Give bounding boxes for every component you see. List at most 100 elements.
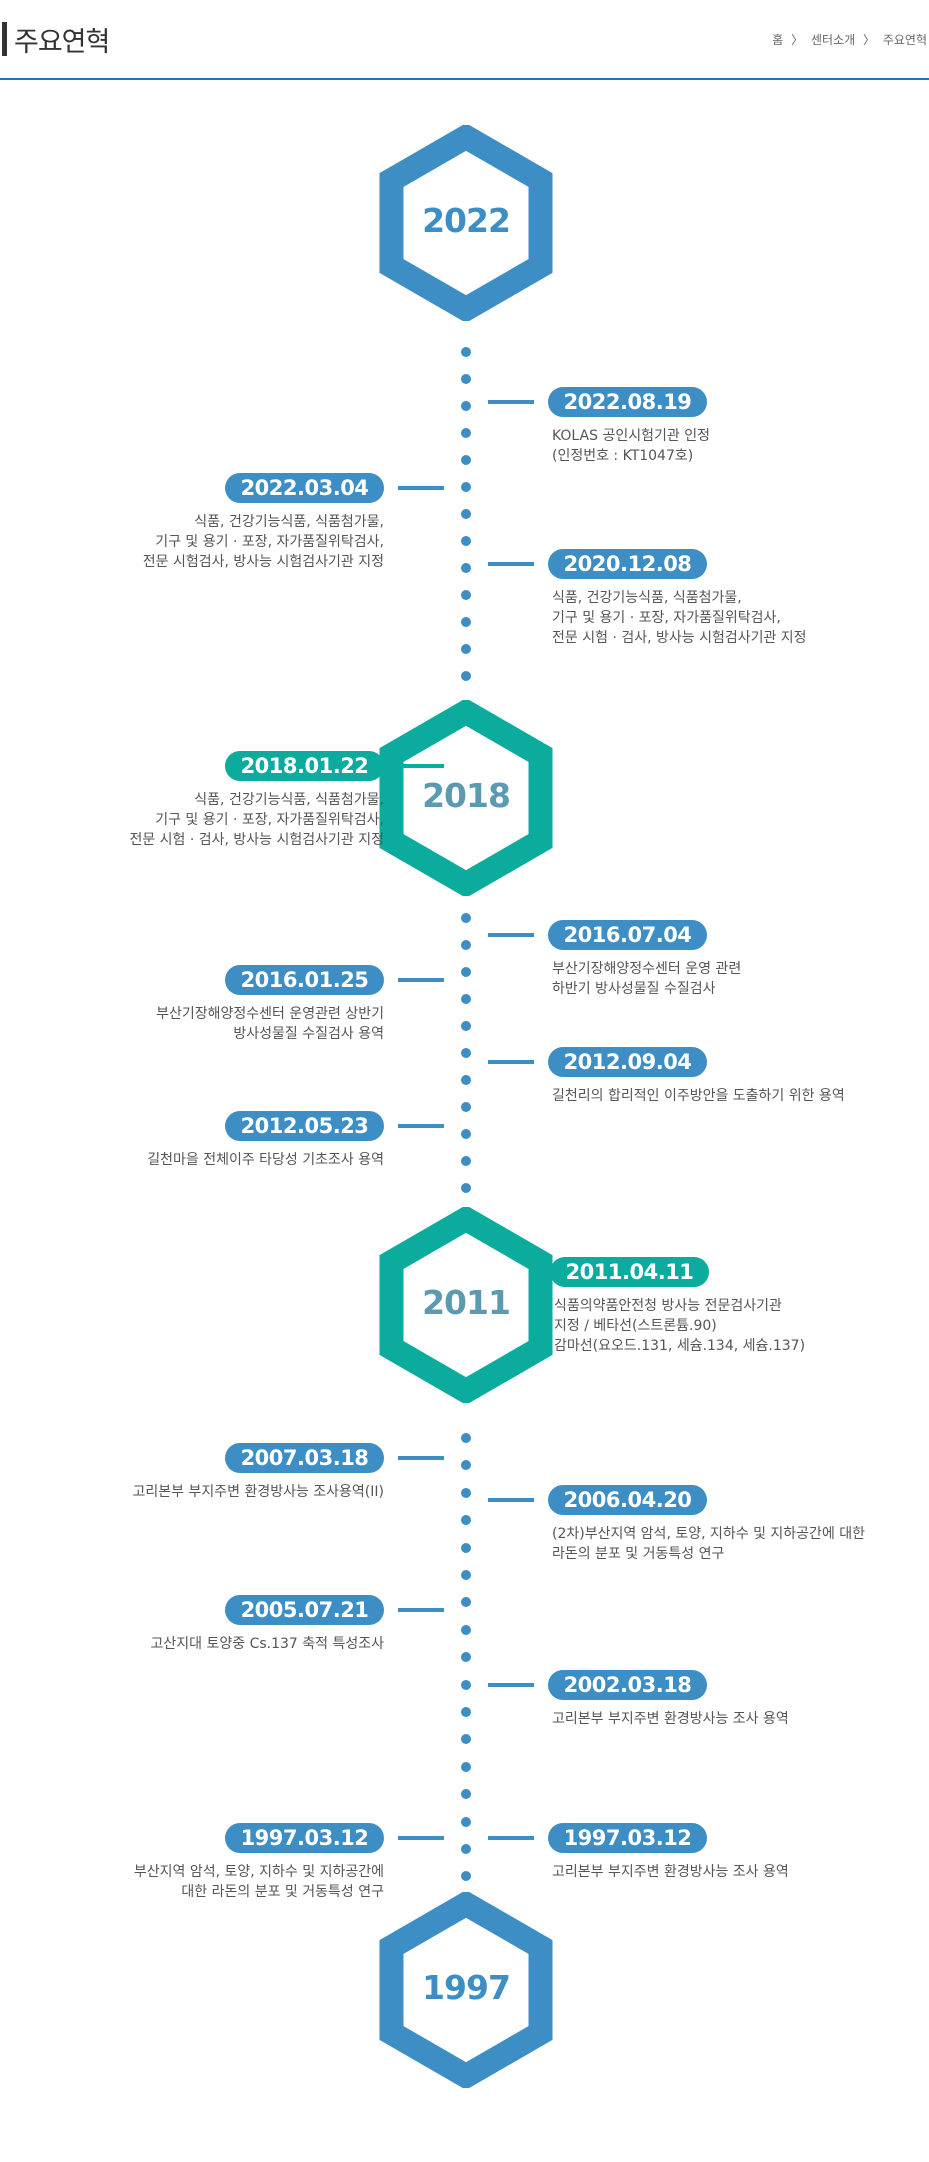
year-hexagon: 2018	[371, 698, 561, 898]
event-date-pill: 2012.09.04	[548, 1047, 707, 1077]
timeline-dot	[461, 1707, 471, 1717]
title-accent-bar	[2, 22, 7, 56]
event-description: KOLAS 공인시험기관 인정 (인정번호 : KT1047호)	[552, 426, 710, 466]
timeline-dot	[461, 1129, 471, 1139]
timeline-dot	[461, 1871, 471, 1881]
event-description-line: KOLAS 공인시험기관 인정	[552, 428, 710, 444]
event-description-line: 식품의약품안전청 방사능 전문검사기관	[554, 1298, 782, 1314]
hexagon-outline	[379, 698, 553, 898]
event-date-pill: 2020.12.08	[548, 549, 707, 579]
hexagon-shape	[379, 123, 553, 323]
event-description-line: 기구 및 용기 · 포장, 자가품질위탁검사,	[155, 534, 384, 550]
event-date-pill: 2005.07.21	[225, 1595, 384, 1625]
breadcrumb-separator-icon: 〉	[791, 33, 804, 47]
event-description: 길천리의 합리적인 이주방안을 도출하기 위한 용역	[552, 1086, 845, 1106]
year-label: 2011	[422, 1283, 511, 1322]
event-connector	[398, 1124, 444, 1128]
event-connector	[488, 1683, 534, 1687]
event-date-pill: 1997.03.12	[548, 1823, 707, 1853]
event-description-line: 전문 시험 · 검사, 방사능 시험검사기관 지정	[129, 832, 384, 848]
timeline-dot	[461, 1844, 471, 1854]
event-description-line: (인정번호 : KT1047호)	[552, 448, 694, 464]
timeline-dot	[461, 1652, 471, 1662]
event-description-line: 고리본부 부지주변 환경방사능 조사 용역	[552, 1864, 789, 1880]
timeline-dot	[461, 913, 471, 923]
event-date-pill: 2016.07.04	[548, 920, 707, 950]
timeline-dot	[461, 1021, 471, 1031]
event-description-line: 대한 라돈의 분포 및 거동특성 연구	[181, 1884, 384, 1900]
timeline-dot	[461, 1597, 471, 1607]
hexagon-outline	[379, 123, 553, 323]
event-description-line: 식품, 건강기능식품, 식품첨가물,	[552, 590, 742, 606]
timeline-dot	[461, 940, 471, 950]
event-description-line: (2차)부산지역 암석, 토양, 지하수 및 지하공간에 대한	[552, 1526, 866, 1542]
breadcrumb-home[interactable]: 홈	[772, 33, 784, 47]
timeline-dot	[461, 1460, 471, 1470]
event-date-pill: 2007.03.18	[225, 1443, 384, 1473]
timeline-dot	[461, 482, 471, 492]
timeline-dot	[461, 590, 471, 600]
breadcrumb-history[interactable]: 주요연혁	[882, 33, 927, 47]
event-connector	[398, 764, 444, 768]
year-label: 2022	[422, 201, 511, 240]
event-description-line: 하반기 방사성물질 수질검사	[552, 981, 716, 997]
timeline-dot	[461, 455, 471, 465]
event-connector	[488, 1498, 534, 1502]
event-description-line: 방사성물질 수질검사 용역	[233, 1026, 384, 1042]
event-description-line: 기구 및 용기 · 포장, 자가품질위탁검사,	[552, 610, 781, 626]
event-description-line: 라돈의 분포 및 거동특성 연구	[552, 1546, 725, 1562]
event-description-line: 길천리의 합리적인 이주방안을 도출하기 위한 용역	[552, 1088, 845, 1104]
event-connector	[398, 486, 444, 490]
timeline-dot	[461, 967, 471, 977]
event-description-line: 감마선(요오드.131, 세슘.134, 세슘.137)	[554, 1338, 806, 1354]
event-description-line: 기구 및 용기 · 포장, 자가품질위탁검사,	[155, 812, 384, 828]
event-connector	[488, 400, 534, 404]
event-description: 길천마을 전체이주 타당성 기초조사 용역	[147, 1150, 384, 1170]
event-date-pill: 2022.03.04	[225, 473, 384, 503]
timeline-dot	[461, 509, 471, 519]
hexagon-outline	[379, 1890, 553, 2090]
event-date-pill: 2012.05.23	[225, 1111, 384, 1141]
event-description: 고리본부 부지주변 환경방사능 조사 용역	[552, 1709, 789, 1729]
timeline-dot	[461, 1817, 471, 1827]
event-description: 식품, 건강기능식품, 식품첨가물,기구 및 용기 · 포장, 자가품질위탁검사…	[143, 512, 384, 572]
timeline-dot	[461, 1570, 471, 1580]
event-connector	[488, 562, 534, 566]
year-label: 2018	[422, 776, 511, 815]
timeline-dot	[461, 994, 471, 1004]
event-date-pill: 1997.03.12	[225, 1823, 384, 1853]
timeline-dot	[461, 1102, 471, 1112]
timeline-dot	[461, 1625, 471, 1635]
event-description: 고리본부 부지주변 환경방사능 조사 용역	[552, 1862, 789, 1882]
timeline-dot	[461, 536, 471, 546]
timeline-dot	[461, 617, 471, 627]
timeline-dot	[461, 401, 471, 411]
event-description: 식품, 건강기능식품, 식품첨가물,기구 및 용기 · 포장, 자가품질위탁검사…	[129, 790, 384, 850]
event-description-line: 부산지역 암석, 토양, 지하수 및 지하공간에	[133, 1864, 384, 1880]
timeline-dot	[461, 644, 471, 654]
year-hexagon: 1997	[371, 1890, 561, 2090]
event-description-line: 고리본부 부지주변 환경방사능 조사용역(II)	[132, 1484, 385, 1500]
event-connector	[488, 1836, 534, 1840]
timeline-dot	[461, 1734, 471, 1744]
event-date-pill: 2016.01.25	[225, 965, 384, 995]
event-connector	[398, 978, 444, 982]
event-date-pill: 2018.01.22	[225, 751, 384, 781]
timeline-dot	[461, 1762, 471, 1772]
timeline-dot	[461, 1156, 471, 1166]
breadcrumb-center-intro[interactable]: 센터소개	[810, 33, 856, 47]
hexagon-shape	[379, 1890, 553, 2090]
event-description-line: 지정 / 베타선(스트론튬.90)	[554, 1318, 717, 1334]
event-description-line: 고리본부 부지주변 환경방사능 조사 용역	[552, 1711, 789, 1727]
event-date-pill: 2022.08.19	[548, 387, 707, 417]
timeline-dot	[461, 374, 471, 384]
event-description-line: 길천마을 전체이주 타당성 기초조사 용역	[147, 1152, 384, 1168]
breadcrumb-separator-icon: 〉	[862, 33, 875, 47]
year-hexagon: 2022	[371, 123, 561, 323]
timeline-dot	[461, 1183, 471, 1193]
